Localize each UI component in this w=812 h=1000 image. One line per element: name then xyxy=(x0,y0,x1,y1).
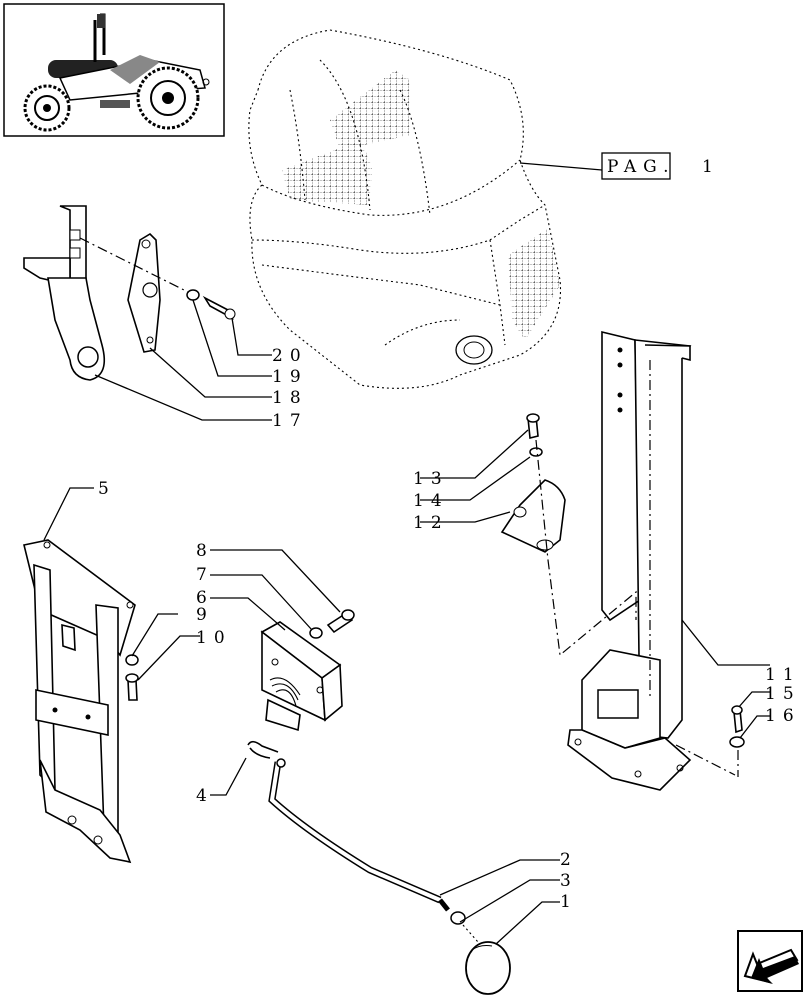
callout-12: 12 xyxy=(413,513,449,533)
callout-10: 10 xyxy=(196,628,232,648)
callout-2: 2 xyxy=(560,850,578,870)
rod-2 xyxy=(268,758,479,943)
callout-9: 9 xyxy=(196,605,214,625)
callout-labels-17-20: 20 19 18 17 xyxy=(272,346,308,431)
callout-labels-6-8: 8 7 6 xyxy=(196,541,214,608)
bracket-17-assembly xyxy=(23,205,236,381)
next-page-arrow-icon xyxy=(743,948,799,984)
callout-4: 4 xyxy=(196,786,214,806)
callout-3: 3 xyxy=(560,871,578,891)
knob-1 xyxy=(465,941,511,995)
page-reference-prefix: PAG. xyxy=(607,157,676,177)
latch-assembly-6 xyxy=(260,609,355,732)
fasteners-15-16 xyxy=(729,705,745,777)
callout-7: 7 xyxy=(196,565,214,585)
callout-13: 13 xyxy=(413,469,449,489)
callout-lines-17-20 xyxy=(94,299,272,421)
callout-14: 14 xyxy=(413,491,449,511)
callout-5: 5 xyxy=(98,479,116,499)
page-reference[interactable]: PAG. 1 xyxy=(519,152,720,180)
callout-labels-5-9-10: 5 9 10 xyxy=(98,479,232,648)
tractor-thumbnail-icon xyxy=(3,3,225,137)
callout-6: 6 xyxy=(196,588,214,608)
callout-11: 11 xyxy=(765,665,801,685)
callout-16: 16 xyxy=(765,706,801,726)
callout-20: 20 xyxy=(272,346,308,366)
callout-18: 18 xyxy=(272,388,308,408)
hood-assembly-outline xyxy=(248,29,562,389)
callout-labels-1-4: 4 2 3 1 xyxy=(196,786,578,912)
clip-pin-4 xyxy=(247,740,279,759)
callout-lines-11-16 xyxy=(420,429,770,739)
callout-15: 15 xyxy=(765,684,801,704)
callout-lines-1-4 xyxy=(210,757,560,945)
callout-17: 17 xyxy=(272,411,308,431)
ladder-bracket-5 xyxy=(23,539,139,864)
callout-1: 1 xyxy=(560,892,578,912)
page-reference-number: 1 xyxy=(702,157,720,177)
support-post-11 xyxy=(567,330,692,791)
callout-8: 8 xyxy=(196,541,214,561)
callout-lines-5-9-10 xyxy=(43,487,200,681)
bracket-12-assembly xyxy=(500,413,736,776)
callout-labels-11-16: 13 14 12 11 15 16 xyxy=(413,469,801,726)
next-page-button[interactable] xyxy=(737,930,803,992)
callout-19: 19 xyxy=(272,367,308,387)
callout-lines-6-8 xyxy=(210,549,341,631)
